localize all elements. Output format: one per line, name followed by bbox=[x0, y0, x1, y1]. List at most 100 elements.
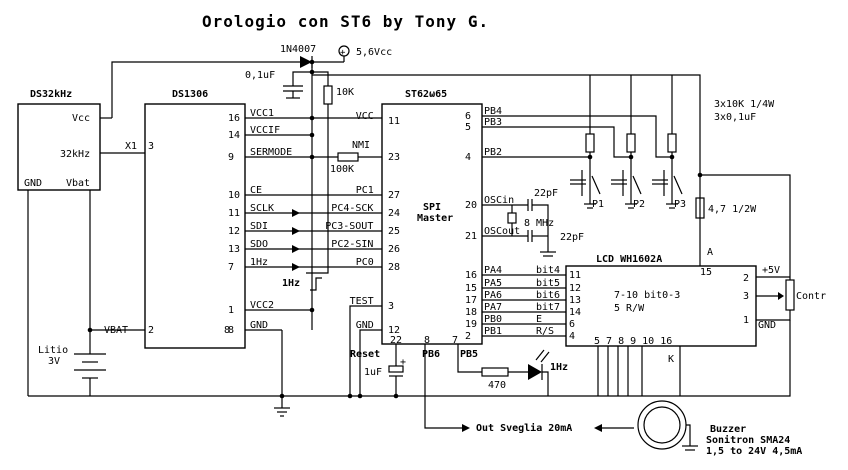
svg-text:8: 8 bbox=[424, 335, 430, 346]
ds1306-pin-label: 1Hz bbox=[250, 257, 268, 268]
ds1306-name: DS1306 bbox=[172, 89, 208, 100]
svg-text:1,5 to 24V 4,5mA: 1,5 to 24V 4,5mA bbox=[706, 446, 802, 457]
lcd-pin-num: 11 bbox=[569, 270, 581, 281]
st62-chip: ST62ω65 11VCC2327PC124PC4-SCK25PC3-SOUT2… bbox=[325, 89, 566, 360]
ds1306-pin-num: 11 bbox=[228, 208, 240, 219]
st62-pin-label: PA6 bbox=[484, 290, 502, 301]
switch-P1 bbox=[591, 175, 601, 195]
st62-pin-label: PA7 bbox=[484, 302, 502, 313]
st62-name: ST62ω65 bbox=[405, 89, 447, 100]
svg-text:8 MHz: 8 MHz bbox=[524, 218, 554, 229]
st62-pin-label: PA4 bbox=[484, 265, 502, 276]
pullup-resistor bbox=[585, 133, 595, 153]
st62-pin-label: PC2-SIN bbox=[331, 239, 373, 250]
vcc-terminal bbox=[338, 45, 350, 57]
ds1306-pin-num: 13 bbox=[228, 244, 240, 255]
switch-P2 bbox=[632, 175, 642, 195]
st62-pin-label: PB0 bbox=[484, 314, 502, 325]
lcd-pin-label: bit4 bbox=[536, 265, 560, 276]
lcd-pin-num: 6 bbox=[569, 319, 575, 330]
svg-text:3x10K 1/4W: 3x10K 1/4W bbox=[714, 99, 775, 110]
st62-pin-num: 20 bbox=[465, 200, 477, 211]
svg-text:NMI: NMI bbox=[352, 140, 370, 151]
pullup-resistor bbox=[626, 133, 636, 153]
st62-pin-label: GND bbox=[356, 320, 374, 331]
battery: VBAT Litio 3V bbox=[38, 325, 145, 396]
vcc-label: 5,6Vcc bbox=[356, 47, 392, 58]
svg-text:5 R/W: 5 R/W bbox=[614, 303, 645, 314]
st62-pin-label: PA5 bbox=[484, 278, 502, 289]
svg-text:Contr: Contr bbox=[796, 291, 826, 302]
svg-text:Master: Master bbox=[417, 213, 453, 224]
st62-pin-num: 4 bbox=[465, 152, 471, 163]
clock-pulse-symbol: 1Hz bbox=[282, 277, 322, 291]
contrast-pot bbox=[785, 279, 795, 311]
svg-text:3: 3 bbox=[148, 141, 154, 152]
ds1306-pin-num: 8 bbox=[228, 325, 234, 336]
st62-pin-label: PC3-SOUT bbox=[325, 221, 373, 232]
svg-text:1Hz: 1Hz bbox=[282, 278, 300, 289]
vbat-label: VBAT bbox=[104, 325, 128, 336]
ds1306-pin-label: SERMODE bbox=[250, 147, 292, 158]
st62-pin-label: PB1 bbox=[484, 326, 502, 337]
diode-1n4007 bbox=[300, 56, 312, 68]
backlight-resistor bbox=[695, 197, 705, 219]
lcd-pin-label: bit7 bbox=[536, 302, 560, 313]
svg-text:LCD WH1602A: LCD WH1602A bbox=[596, 254, 662, 265]
led-circuit: 470 1Hz bbox=[457, 344, 568, 396]
button-label: P3 bbox=[674, 199, 686, 210]
svg-text:1Hz: 1Hz bbox=[550, 362, 568, 373]
lcd-pin-label: R/S bbox=[536, 326, 554, 337]
svg-text:PB5: PB5 bbox=[460, 349, 478, 360]
st62-pin-num: 5 bbox=[465, 122, 471, 133]
svg-text:22pF: 22pF bbox=[560, 232, 584, 243]
wire-vcc-rail bbox=[111, 61, 300, 118]
button-label: P2 bbox=[633, 199, 645, 210]
ds1306-pin-num: 10 bbox=[228, 190, 240, 201]
ds32khz-name: DS32kHz bbox=[30, 89, 72, 100]
out-label: Out Sveglia 20mA bbox=[476, 422, 572, 434]
st62-pin-num: 24 bbox=[388, 208, 400, 219]
svg-text:K: K bbox=[668, 354, 674, 365]
st62-pin-num: 18 bbox=[465, 307, 477, 318]
button-label: P1 bbox=[592, 199, 604, 210]
lcd-pin-num: 4 bbox=[569, 331, 575, 342]
svg-text:2: 2 bbox=[743, 273, 749, 284]
svg-text:Vcc: Vcc bbox=[72, 113, 90, 124]
svg-text:8: 8 bbox=[224, 325, 230, 336]
st62-pin-num: 19 bbox=[465, 319, 477, 330]
ds1306-pin-label: CE bbox=[250, 185, 262, 196]
svg-text:GND: GND bbox=[758, 320, 776, 331]
nmi-resistor: NMI 100K bbox=[309, 140, 382, 175]
st62-pin-label: TEST bbox=[350, 296, 374, 307]
st62-pin-num: 28 bbox=[388, 262, 400, 273]
resistor-470 bbox=[481, 367, 509, 377]
svg-text:15: 15 bbox=[700, 267, 712, 278]
crystal-circuit: 22pF 22pF 8 MHz bbox=[482, 188, 584, 257]
svg-text:7: 7 bbox=[452, 335, 458, 346]
svg-text:+5V: +5V bbox=[762, 265, 780, 276]
svg-text:3: 3 bbox=[743, 291, 749, 302]
ds1306-pin-label: VCC2 bbox=[250, 300, 274, 311]
pullup-resistor bbox=[667, 133, 677, 153]
st62-pin-num: 15 bbox=[465, 283, 477, 294]
svg-text:2: 2 bbox=[148, 325, 154, 336]
ds1306-pin-num: 14 bbox=[228, 130, 240, 141]
svg-text:+: + bbox=[400, 357, 406, 368]
res-10k-label: 10K bbox=[336, 87, 354, 98]
ds1306-pin-label: SDO bbox=[250, 239, 268, 250]
lcd-pin-label: bit5 bbox=[536, 278, 560, 289]
st62-pin-num: 21 bbox=[465, 231, 477, 242]
ds1306-pin-num: 1 bbox=[228, 305, 234, 316]
svg-text:100K: 100K bbox=[330, 164, 354, 175]
st62-pin-label: OSCin bbox=[484, 195, 514, 206]
st62-pin-num: 23 bbox=[388, 152, 400, 163]
svg-text:5 7 8 9 10 16: 5 7 8 9 10 16 bbox=[594, 336, 672, 347]
ds1306-pin-label: SCLK bbox=[250, 203, 274, 214]
ds1306-pin-label: VCCIF bbox=[250, 125, 280, 136]
ds1306-pin-num: 12 bbox=[228, 226, 240, 237]
buzzer: Buzzer Sonitron SMA24 1,5 to 24V 4,5mA bbox=[637, 400, 802, 457]
crystal bbox=[507, 212, 517, 224]
